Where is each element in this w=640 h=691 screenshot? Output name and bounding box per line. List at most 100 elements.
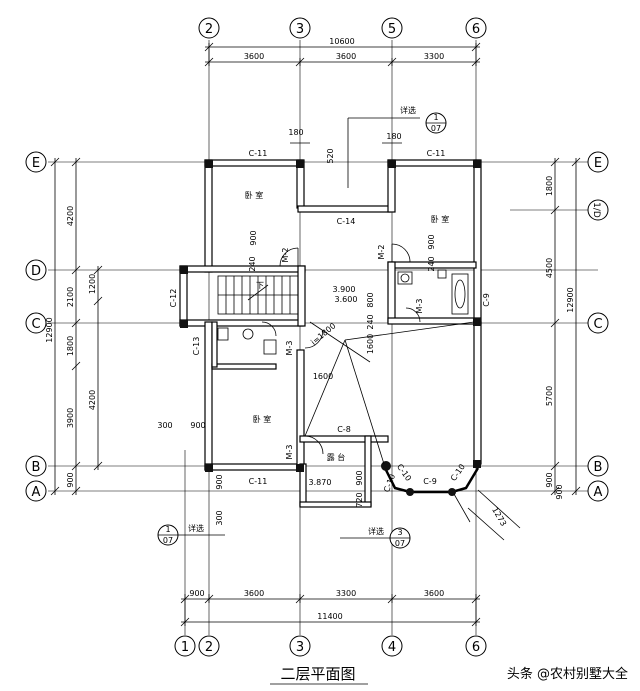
window-c11-sw: C-11: [249, 477, 268, 486]
detail-bl-num: 1: [165, 525, 170, 534]
axis-bottom-6: 6: [472, 640, 480, 655]
axis-right-C: C: [593, 317, 602, 332]
stair-level: 3.600: [335, 295, 358, 304]
bottom-seg-1: 900: [189, 589, 204, 598]
door-tags: M-2 M-2 M-3 M-3 M-3: [281, 245, 424, 460]
right-dimensions: 1800 4500 5700 900 12900: [545, 157, 581, 496]
bottom-seg-3: 3300: [336, 589, 356, 598]
room-terrace: 露 台: [327, 452, 346, 462]
detail-bm-sheet: 07: [395, 539, 405, 548]
door-m2-a: M-2: [281, 248, 290, 263]
axis-left-C: C: [31, 317, 40, 332]
top-seg-2: 3600: [336, 52, 356, 61]
dim-240-a: 240: [248, 256, 257, 271]
window-c11-ne: C-11: [427, 149, 446, 158]
window-c9: C-9: [482, 293, 491, 307]
dim-520: 520: [326, 148, 335, 163]
bottom-seg-4: 3600: [424, 589, 444, 598]
axis-bottom-1: 1: [181, 640, 189, 655]
interior-lines: [217, 117, 521, 541]
axis-bottom-2: 2: [205, 640, 213, 655]
stair-dn: 下: [256, 281, 264, 290]
left-dimensions: 12900 4200 2100 1800 3900 900 1200 4200: [45, 157, 103, 496]
grid-lines: [48, 40, 598, 635]
axis-left-B: B: [32, 460, 41, 475]
axis-bubbles-top: 2 3 5 6: [198, 17, 487, 39]
right-seg-1: 1800: [545, 176, 554, 196]
left-seg-2: 2100: [66, 287, 75, 307]
top-seg-3: 3300: [424, 52, 444, 61]
dim-900-c: 900: [355, 470, 364, 485]
walls: [179, 159, 482, 508]
axis-top-5: 5: [388, 22, 396, 37]
right-total-dim: 12900: [566, 287, 575, 312]
top-small-dim-left: 180: [288, 128, 303, 137]
bottom-total-dim: 11400: [317, 612, 342, 621]
window-c8: C-8: [337, 425, 351, 434]
window-c11-nw: C-11: [249, 149, 268, 158]
door-m3-c: M-3: [285, 445, 294, 460]
detail-bl-label: 详选: [188, 523, 204, 533]
detail-bl-sheet: 07: [163, 536, 173, 545]
window-c13: C-13: [192, 337, 201, 356]
dim-300-b: 300: [215, 510, 224, 525]
dim-1273: 1273: [490, 506, 508, 528]
door-m2-b: M-2: [377, 245, 386, 260]
axis-top-6: 6: [472, 22, 480, 37]
axis-bottom-3: 3: [296, 640, 304, 655]
axis-right-1D: 1/D: [591, 202, 601, 218]
interior-dimensions: 900 900 240 240 520 800 240 1600 1600 30…: [157, 148, 564, 527]
axis-right-E: E: [594, 156, 602, 171]
dim-300-a: 300: [157, 421, 172, 430]
slope-annotation: i=1800: [309, 321, 337, 347]
axis-bottom-4: 4: [388, 640, 396, 655]
axis-left-A: A: [32, 485, 41, 500]
room-bedroom-nw: 卧 室: [245, 190, 264, 200]
right-seg-3: 5700: [545, 386, 554, 406]
dim-240-b: 240: [427, 256, 436, 271]
window-c10-a: C-10: [395, 462, 413, 482]
top-total-dim: 10600: [329, 37, 354, 46]
level-terrace: 3.870: [309, 478, 332, 487]
plan-title: 二层平面图: [280, 665, 355, 683]
detail-callouts: 1 07 详选 1 07 详选 3 07 详选: [157, 105, 447, 549]
top-small-dim-right: 180: [386, 132, 401, 141]
left-seg-1: 4200: [66, 206, 75, 226]
axis-right-B: B: [594, 460, 603, 475]
left-inner-seg-1: 1200: [88, 274, 97, 294]
axis-bubbles-left: E D C B A: [25, 151, 47, 502]
window-c9-b: C-9: [423, 477, 437, 486]
axis-bubbles-bottom: 1 2 3 4 6: [174, 635, 487, 657]
detail-top-label: 详选: [400, 105, 416, 115]
dim-720: 720: [355, 492, 364, 507]
room-bedroom-ne: 卧 室: [431, 214, 450, 224]
top-dimensions: 10600 3600 3600 3300 180 180: [204, 37, 481, 144]
dim-900-d: 900: [555, 484, 564, 499]
dim-1600-h: 1600: [313, 372, 333, 381]
watermark: 头条 @农村别墅大全: [507, 666, 628, 682]
axis-right-A: A: [594, 485, 603, 500]
right-seg-2: 4500: [545, 258, 554, 278]
axis-left-E: E: [32, 156, 40, 171]
left-total-dim: 12900: [45, 317, 54, 342]
door-m3-b: M-3: [285, 341, 294, 356]
dim-240-c: 240: [366, 314, 375, 329]
dim-bedroom-ne-door: 900: [427, 234, 436, 249]
left-seg-5: 900: [66, 472, 75, 487]
window-c12: C-12: [169, 289, 178, 308]
axis-bubbles-right: E 1/D C B A: [587, 151, 609, 502]
dim-800: 800: [366, 292, 375, 307]
room-labels: 卧 室 卧 室 卧 室 露 台: [245, 190, 450, 462]
axis-left-D: D: [31, 264, 41, 279]
left-inner-seg-2: 4200: [88, 390, 97, 410]
bottom-seg-2: 3600: [244, 589, 264, 598]
top-seg-1: 3600: [244, 52, 264, 61]
detail-bm-label: 详选: [368, 526, 384, 536]
left-seg-3: 1800: [66, 336, 75, 356]
window-c14: C-14: [337, 217, 356, 226]
door-m3-a: M-3: [415, 299, 424, 314]
dim-900-b: 900: [215, 474, 224, 489]
detail-top-num: 1: [433, 113, 438, 122]
level-stair: 3.900: [333, 285, 356, 294]
